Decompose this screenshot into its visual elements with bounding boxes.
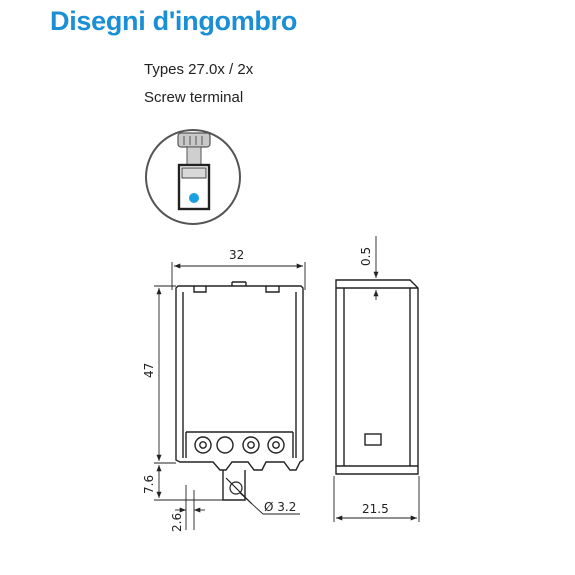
hole-leader: [239, 492, 300, 515]
pin-length-dimension-label: 7.6: [142, 475, 156, 494]
width-dimension-label: 32: [229, 248, 244, 262]
side-view: [335, 279, 419, 475]
pin-length-dimension: [154, 465, 223, 501]
screw-terminal-icon: [145, 129, 241, 225]
hole-dimension-label: Ø 3.2: [264, 500, 296, 514]
terminal-dot: [189, 193, 199, 203]
offset-dimension: [360, 236, 392, 300]
height-dimension: [154, 285, 176, 464]
depth-dimension: [333, 476, 420, 522]
offset-dimension-label: 0.5: [359, 247, 373, 266]
types-label: Types 27.0x / 2x: [144, 61, 254, 78]
width-dimension: [171, 262, 306, 290]
page-title: Disegni d'ingombro: [50, 6, 298, 36]
depth-dimension-label: 21.5: [362, 502, 389, 516]
pin-width-dimension: [175, 485, 205, 530]
terminal-type-label: Screw terminal: [144, 89, 244, 106]
pin-width-dimension-label: 2.6: [170, 513, 184, 532]
height-dimension-label: 47: [142, 363, 156, 378]
front-view: [175, 281, 304, 501]
